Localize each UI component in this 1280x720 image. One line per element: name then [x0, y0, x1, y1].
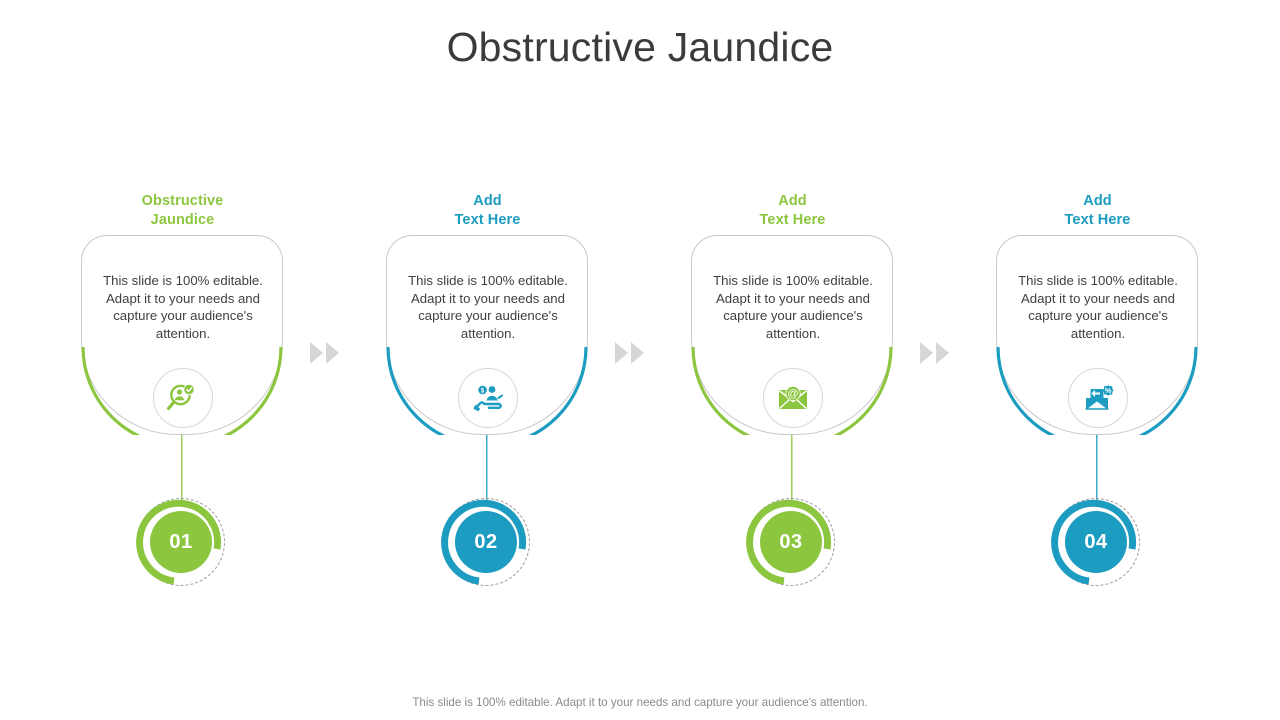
envelope-discount-percent-icon: % — [1068, 368, 1128, 428]
step-body-4: This slide is 100% editable. Adapt it to… — [1018, 273, 1178, 341]
step-body-2: This slide is 100% editable. Adapt it to… — [408, 273, 568, 341]
connector-line-4 — [1096, 426, 1098, 502]
step-number-badge-4[interactable]: 04 — [1046, 492, 1148, 594]
double-chevron-right-icon — [326, 342, 339, 364]
step-number-badge-1[interactable]: 01 — [131, 492, 233, 594]
email-at-envelope-icon: @ — [763, 368, 823, 428]
step-heading-1-line2: Jaundice — [150, 212, 215, 228]
accent-ring-4 — [1051, 499, 1137, 585]
step-heading-2: Add Text Here — [385, 192, 590, 230]
step-number-badge-2[interactable]: 02 — [436, 492, 538, 594]
step-column-1[interactable]: Obstructive Jaundice This slide is 100% … — [80, 180, 285, 610]
step-heading-1-line1: Obstructive — [141, 193, 224, 209]
double-chevron-right-icon — [631, 342, 644, 364]
step-heading-1: Obstructive Jaundice — [80, 192, 285, 230]
svg-text:%: % — [1105, 386, 1112, 395]
connector-line-1 — [181, 426, 183, 502]
step-body-3: This slide is 100% editable. Adapt it to… — [713, 273, 873, 341]
magnifier-person-check-icon — [153, 368, 213, 428]
arrow-2-3 — [610, 180, 670, 610]
double-chevron-right-icon — [920, 342, 933, 364]
footer-note: This slide is 100% editable. Adapt it to… — [412, 696, 868, 709]
svg-text:@: @ — [787, 388, 798, 400]
step-heading-4-line1: Add — [1083, 193, 1112, 209]
accent-ring-2 — [441, 499, 527, 585]
step-heading-2-line2: Text Here — [454, 212, 521, 228]
step-heading-4-line2: Text Here — [1064, 212, 1131, 228]
accent-ring-3 — [746, 499, 832, 585]
step-heading-3-line1: Add — [778, 193, 807, 209]
page-title: Obstructive Jaundice — [446, 24, 834, 70]
hand-person-coin-icon: $ — [458, 368, 518, 428]
step-number-3: 03 — [760, 511, 822, 573]
accent-ring-1 — [136, 499, 222, 585]
step-number-badge-3[interactable]: 03 — [741, 492, 843, 594]
step-column-4[interactable]: Add Text Here This slide is 100% editabl… — [995, 180, 1200, 610]
arrow-1-2 — [305, 180, 365, 610]
step-number-2: 02 — [455, 511, 517, 573]
double-chevron-right-icon — [936, 342, 949, 364]
step-heading-4: Add Text Here — [995, 192, 1200, 230]
step-column-2[interactable]: Add Text Here This slide is 100% editabl… — [385, 180, 590, 610]
step-number-1: 01 — [150, 511, 212, 573]
step-body-1: This slide is 100% editable. Adapt it to… — [103, 273, 263, 341]
double-chevron-right-icon — [310, 342, 323, 364]
connector-line-2 — [486, 426, 488, 502]
step-heading-2-line1: Add — [473, 193, 502, 209]
double-chevron-right-icon — [615, 342, 628, 364]
step-heading-3-line2: Text Here — [759, 212, 826, 228]
step-column-3[interactable]: Add Text Here This slide is 100% editabl… — [690, 180, 895, 610]
arrow-3-4 — [915, 180, 975, 610]
step-heading-3: Add Text Here — [690, 192, 895, 230]
process-flow: Obstructive Jaundice This slide is 100% … — [80, 180, 1200, 610]
step-number-4: 04 — [1065, 511, 1127, 573]
connector-line-3 — [791, 426, 793, 502]
